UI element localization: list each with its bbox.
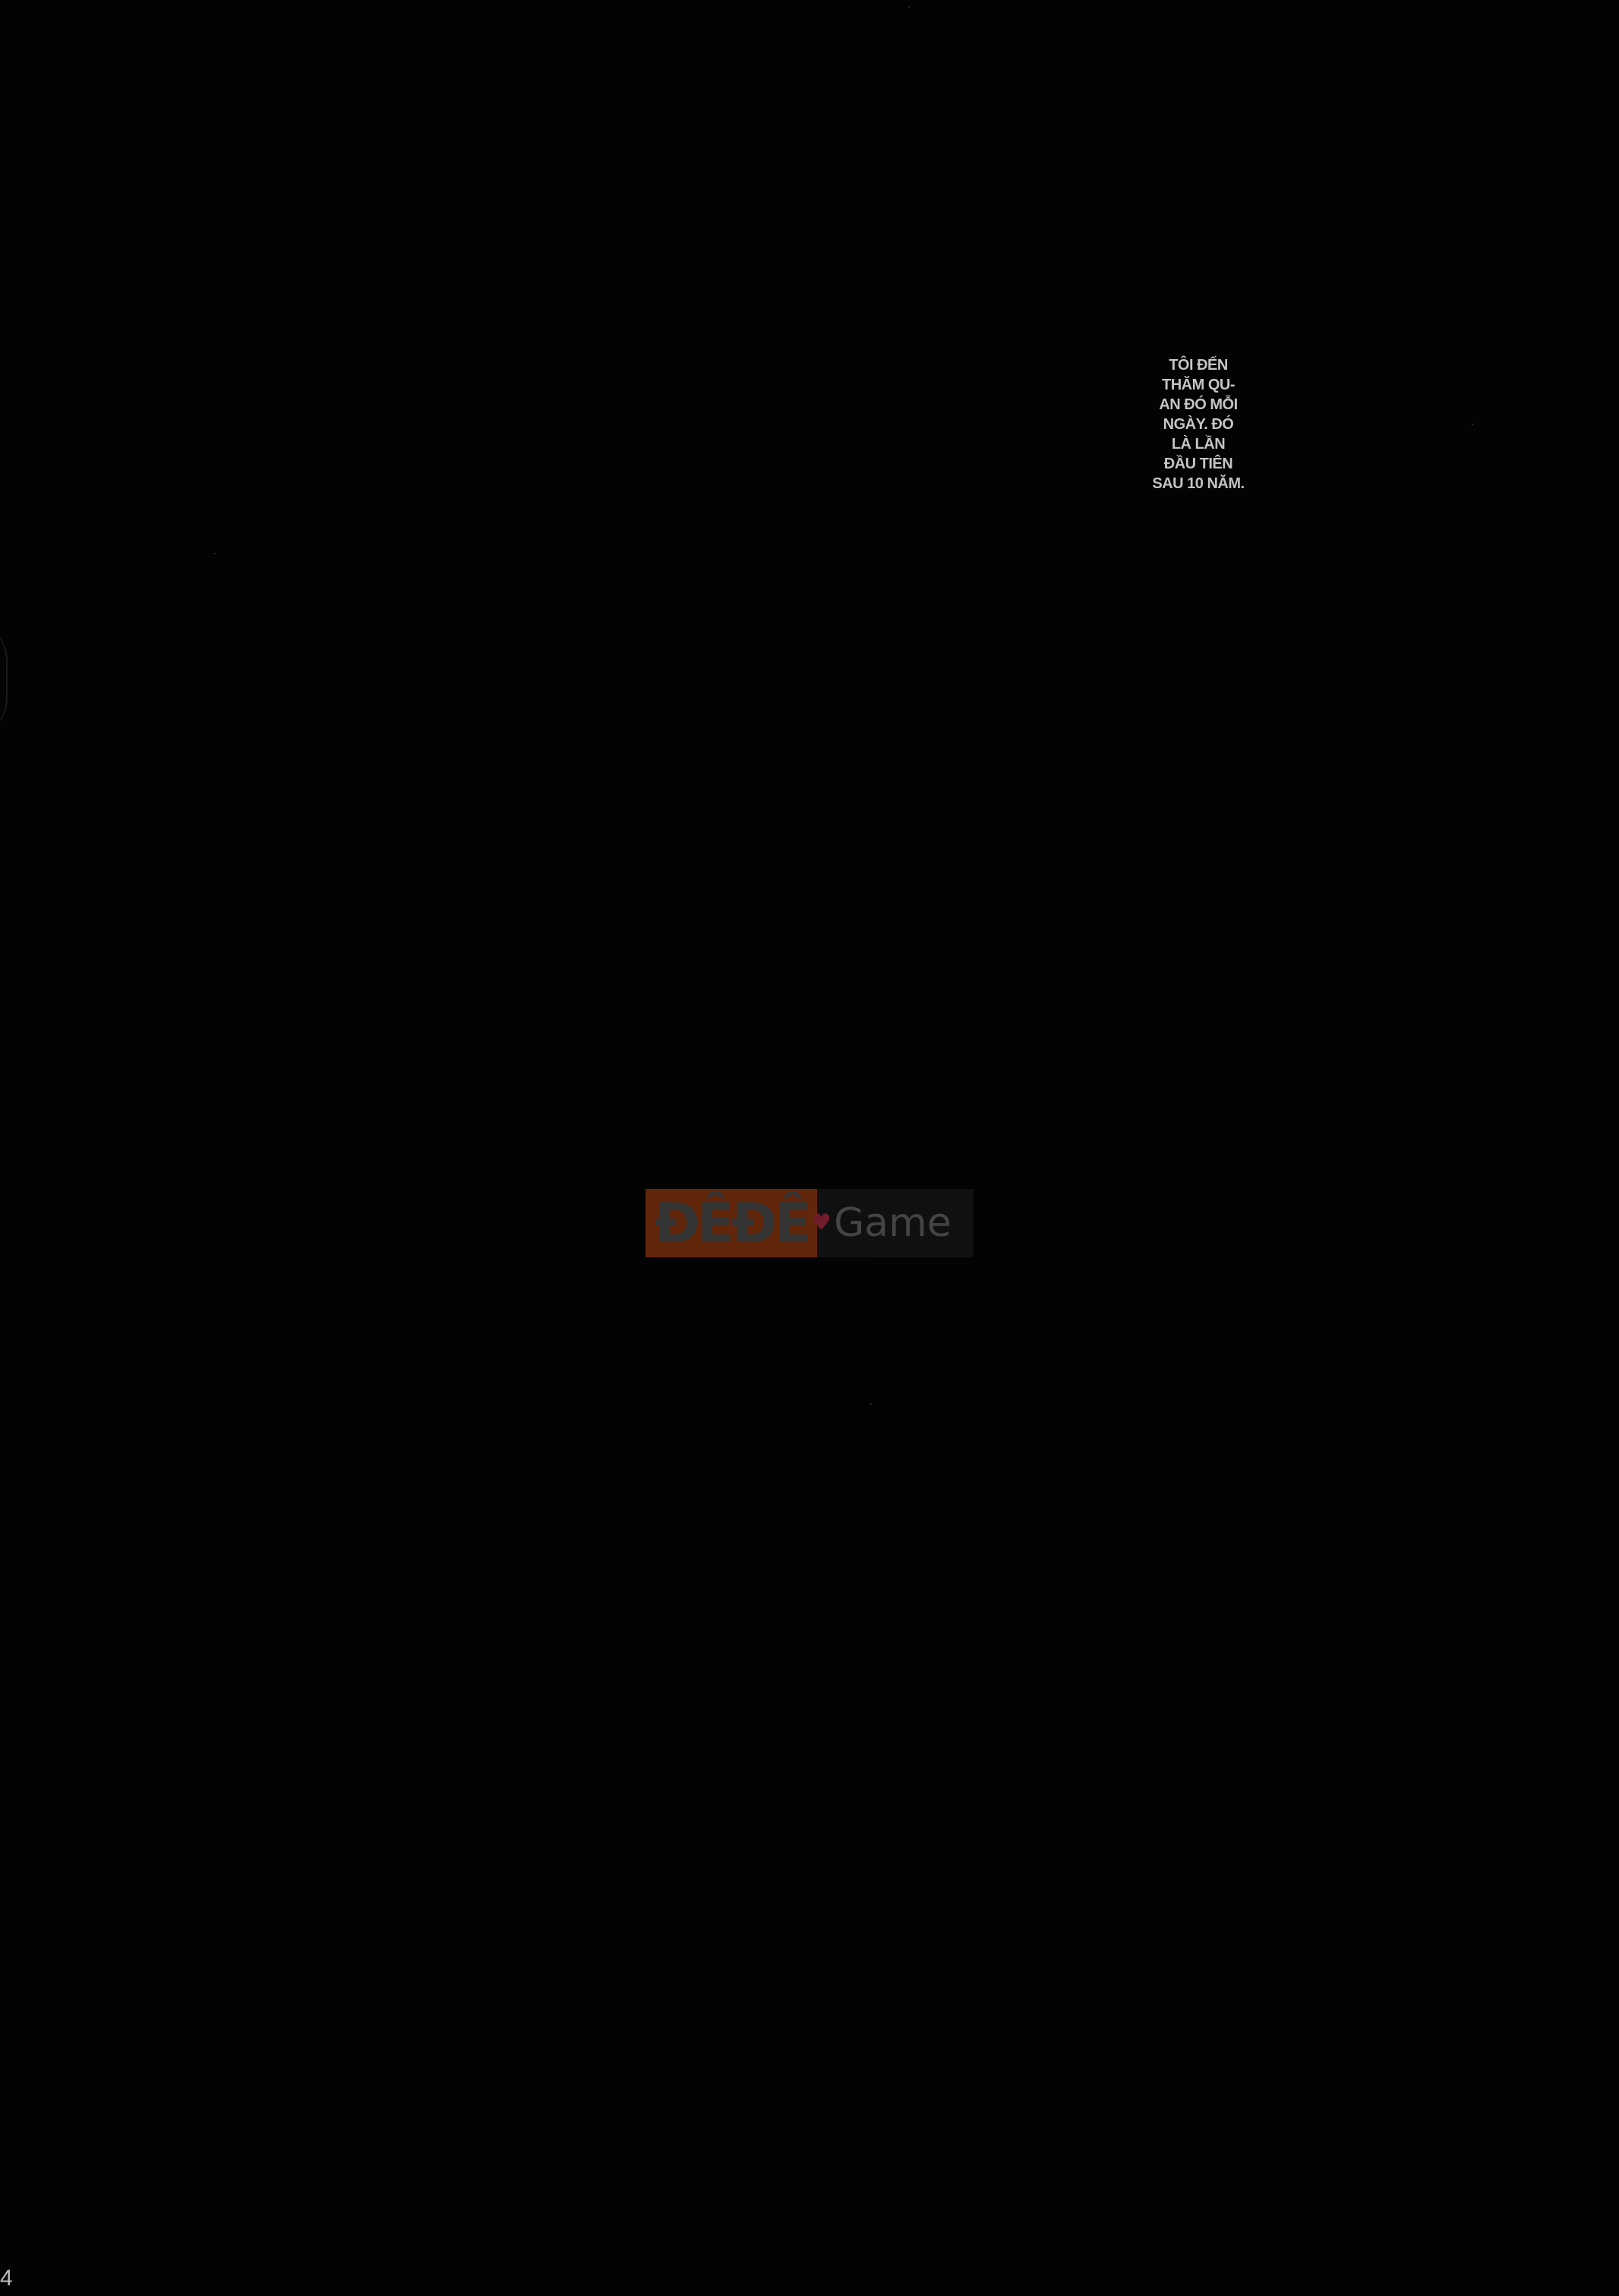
speech-line: THĂM QU- — [1162, 377, 1235, 393]
background-speck — [870, 1403, 872, 1405]
speech-line: SAU 10 NĂM. — [1152, 475, 1245, 492]
speech-line: TÔI ĐẾN — [1169, 357, 1228, 374]
background-speck — [214, 553, 216, 554]
speech-bubble-text: TÔI ĐẾN THĂM QU- AN ĐÓ MỖI NGÀY. ĐÓ LÀ L… — [1122, 355, 1274, 494]
site-watermark: ĐÊĐÊ ♥ Game — [645, 1189, 974, 1257]
page-number: 4 — [0, 2266, 13, 2291]
speech-line: ĐẦU TIÊN — [1163, 456, 1233, 472]
background-speck — [908, 6, 910, 8]
watermark-logo-box: ĐÊĐÊ — [645, 1189, 817, 1257]
heart-icon: ♥ — [811, 1210, 832, 1236]
watermark-suffix: Game — [834, 1200, 952, 1246]
panel-edge-arc — [0, 623, 8, 736]
speech-line: AN ĐÓ MỖI — [1159, 396, 1238, 413]
watermark-brand: ĐÊĐÊ — [654, 1191, 811, 1255]
speech-line: LÀ LẦN — [1171, 436, 1226, 453]
background-speck — [1472, 424, 1473, 425]
speech-line: NGÀY. ĐÓ — [1163, 416, 1234, 433]
